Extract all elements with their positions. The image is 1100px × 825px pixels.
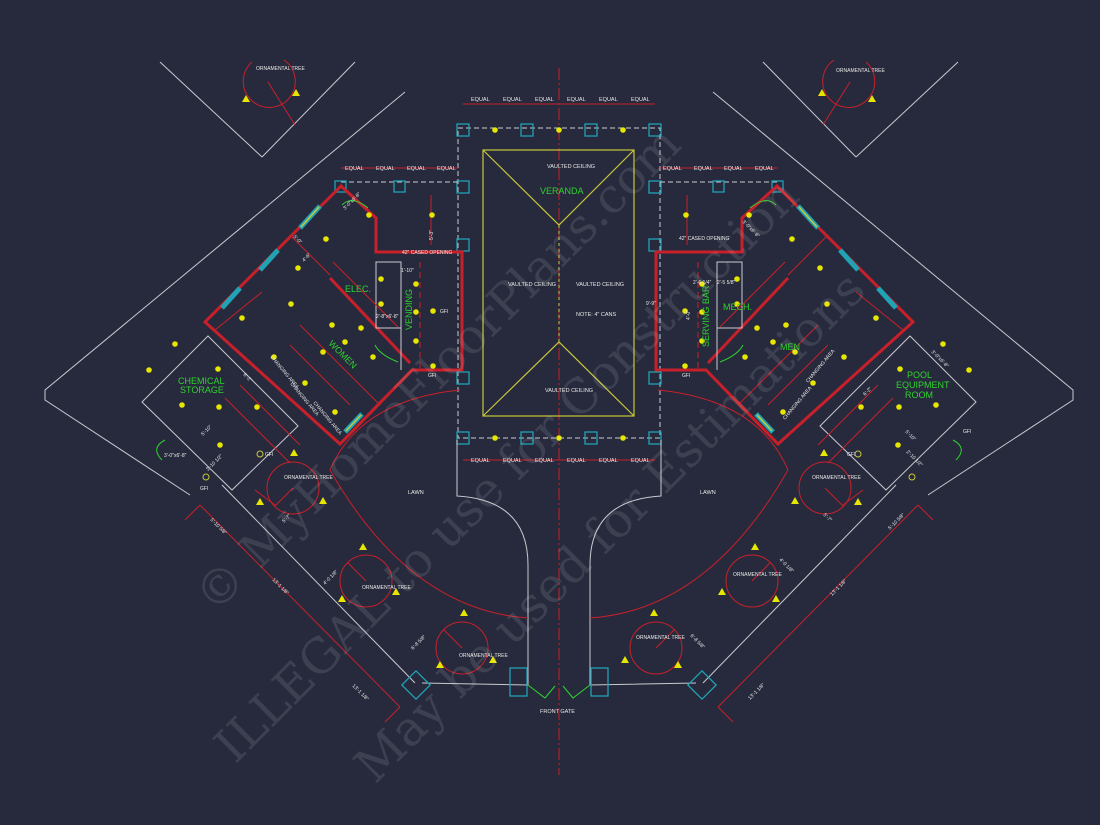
svg-text:3'-0"x6'-8": 3'-0"x6'-8"	[164, 453, 187, 459]
lawn-label: LAWN	[700, 490, 716, 496]
ornamental-tree-label: ORNAMENTAL TREE	[812, 475, 861, 481]
room-label-pool-equipment: ROOM	[905, 390, 933, 400]
room-label-pool-equipment: EQUIPMENT	[896, 380, 950, 390]
dim-label: EQUAL	[631, 97, 650, 103]
dim-label: EQUAL	[376, 166, 395, 172]
dim-label: EQUAL	[631, 458, 650, 464]
note-label: NOTE: 4" CANS	[576, 312, 616, 318]
dim-label: EQUAL	[567, 97, 586, 103]
dim-label: EQUAL	[437, 166, 456, 172]
dim-label: EQUAL	[471, 97, 490, 103]
gfi-label: GFI	[847, 452, 855, 458]
dim-label: EQUAL	[724, 166, 743, 172]
left-wing-geometry	[44, 59, 556, 723]
gfi-label: GFI	[440, 309, 448, 315]
light-fixture	[556, 127, 562, 133]
cased-opening-label: 42" CASED OPENING	[679, 236, 730, 242]
room-label-pool-equipment: POOL	[907, 370, 932, 380]
cased-opening-label: 42" CASED OPENING	[402, 250, 453, 256]
ornamental-tree-label: ORNAMENTAL TREE	[362, 585, 411, 591]
ornamental-tree-label: ORNAMENTAL TREE	[836, 68, 885, 74]
veranda	[456, 103, 662, 461]
veranda-ceiling-outline	[482, 149, 635, 417]
svg-text:4'-0": 4'-0"	[686, 310, 692, 320]
dim-label: EQUAL	[407, 166, 426, 172]
ornamental-trees	[242, 59, 497, 675]
svg-text:1'-10": 1'-10"	[401, 268, 414, 274]
svg-text:2'-5 5/8": 2'-5 5/8"	[717, 280, 736, 286]
room-label-elec: ELEC.	[345, 284, 371, 294]
ornamental-tree-label: ORNAMENTAL TREE	[733, 572, 782, 578]
columns	[456, 123, 662, 445]
room-label-vending: VENDING	[404, 289, 414, 330]
room-label-serving-bar: SERVING BAR	[701, 285, 711, 347]
lawn-label: LAWN	[408, 490, 424, 496]
svg-text:2'-6 1/4": 2'-6 1/4"	[693, 280, 712, 286]
room-label-mech: MECH.	[723, 302, 752, 312]
room-label-chemical-storage: CHEMICAL	[178, 376, 225, 386]
room-label-chemical-storage: STORAGE	[180, 385, 224, 395]
ornamental-tree-label: ORNAMENTAL TREE	[636, 635, 685, 641]
light-fixture	[620, 127, 626, 133]
dim-label: EQUAL	[535, 458, 554, 464]
light-fixture	[492, 435, 498, 441]
vaulted-ceiling-label: VAULTED CEILING	[545, 388, 593, 394]
light-fixture	[556, 435, 562, 441]
ornamental-tree-label: ORNAMENTAL TREE	[459, 653, 508, 659]
vaulted-ceiling-label: VAULTED CEILING	[547, 164, 595, 170]
dim-label: EQUAL	[535, 97, 554, 103]
gfi-label: GFI	[265, 452, 273, 458]
dim-label: EQUAL	[503, 97, 522, 103]
dim-label: EQUAL	[345, 166, 364, 172]
svg-text:5'-7": 5'-7"	[281, 513, 292, 524]
svg-text:5'-0": 5'-0"	[292, 234, 303, 245]
vaulted-ceiling-label: VAULTED CEILING	[576, 282, 624, 288]
dim-label: EQUAL	[599, 97, 618, 103]
dim-label: EQUAL	[471, 458, 490, 464]
gfi-label: GFI	[682, 373, 690, 379]
svg-text:5'-3": 5'-3"	[429, 230, 435, 240]
equal-dimension-labels: EQUAL EQUAL EQUAL EQUAL EQUAL EQUAL EQUA…	[345, 97, 774, 464]
dim-label: EQUAL	[503, 458, 522, 464]
ornamental-tree-label: ORNAMENTAL TREE	[284, 475, 333, 481]
svg-text:6'-2": 6'-2"	[862, 386, 873, 397]
dim-label: EQUAL	[755, 166, 774, 172]
front-gate-label: FRONT GATE	[540, 709, 575, 715]
ornamental-tree-label: ORNAMENTAL TREE	[256, 66, 305, 72]
svg-text:6'-2": 6'-2"	[242, 372, 253, 383]
vaulted-ceiling-label: VAULTED CEILING	[508, 282, 556, 288]
gfi-label: GFI	[963, 429, 971, 435]
svg-text:2'-8"x6'-8": 2'-8"x6'-8"	[376, 314, 399, 320]
svg-text:9'-9": 9'-9"	[646, 301, 656, 307]
light-fixtures	[146, 212, 436, 481]
svg-text:4'-6": 4'-6"	[301, 252, 312, 263]
gfi-label: GFI	[200, 486, 208, 492]
light-fixture	[492, 127, 498, 133]
dim-label: EQUAL	[663, 166, 682, 172]
light-fixture	[620, 435, 626, 441]
room-label-men: MEN	[780, 342, 800, 352]
veranda-label: VERANDA	[540, 186, 584, 196]
dim-label: EQUAL	[599, 458, 618, 464]
dim-label: EQUAL	[694, 166, 713, 172]
dim-label: EQUAL	[567, 458, 586, 464]
svg-text:5'-7": 5'-7"	[822, 512, 833, 523]
gfi-label: GFI	[428, 373, 436, 379]
